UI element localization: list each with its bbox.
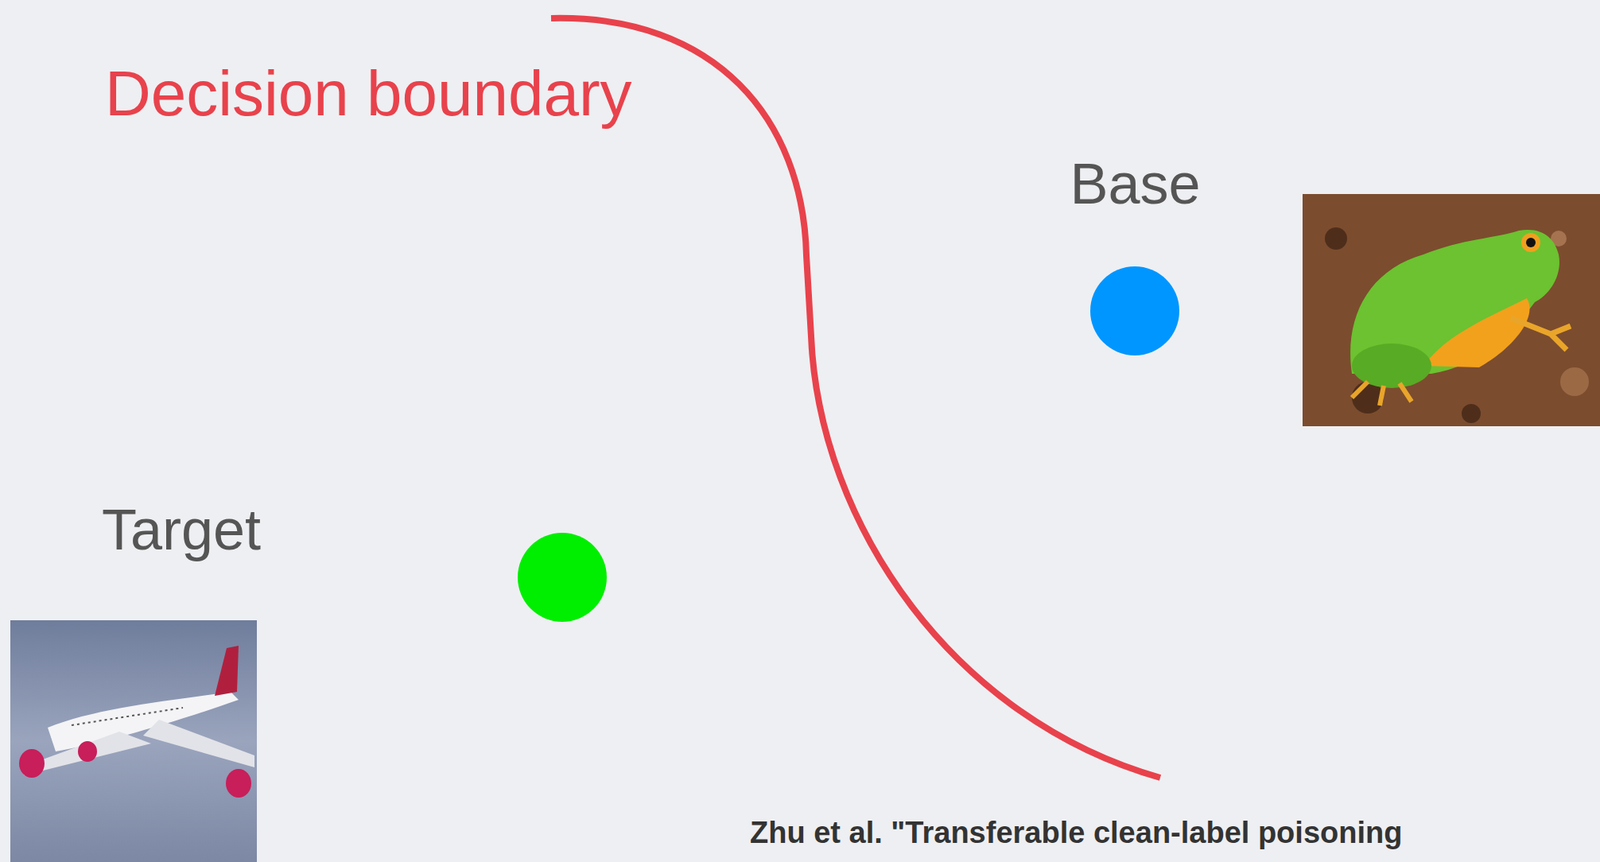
point-label: Target — [101, 497, 261, 564]
target-point: Target — [95, 497, 613, 629]
airplane-photo — [10, 620, 257, 862]
decision-boundary-curve — [551, 18, 1161, 778]
point-dot — [1090, 266, 1180, 356]
frog-photo — [1302, 194, 1600, 427]
point-label: Base — [1069, 151, 1200, 218]
boundary-label: Decision boundary — [104, 57, 633, 131]
base-point: Base — [1065, 151, 1205, 362]
citation-note: Zhu et al. "Transferable clean-label poi… — [749, 815, 1402, 851]
point-dot — [517, 532, 607, 622]
